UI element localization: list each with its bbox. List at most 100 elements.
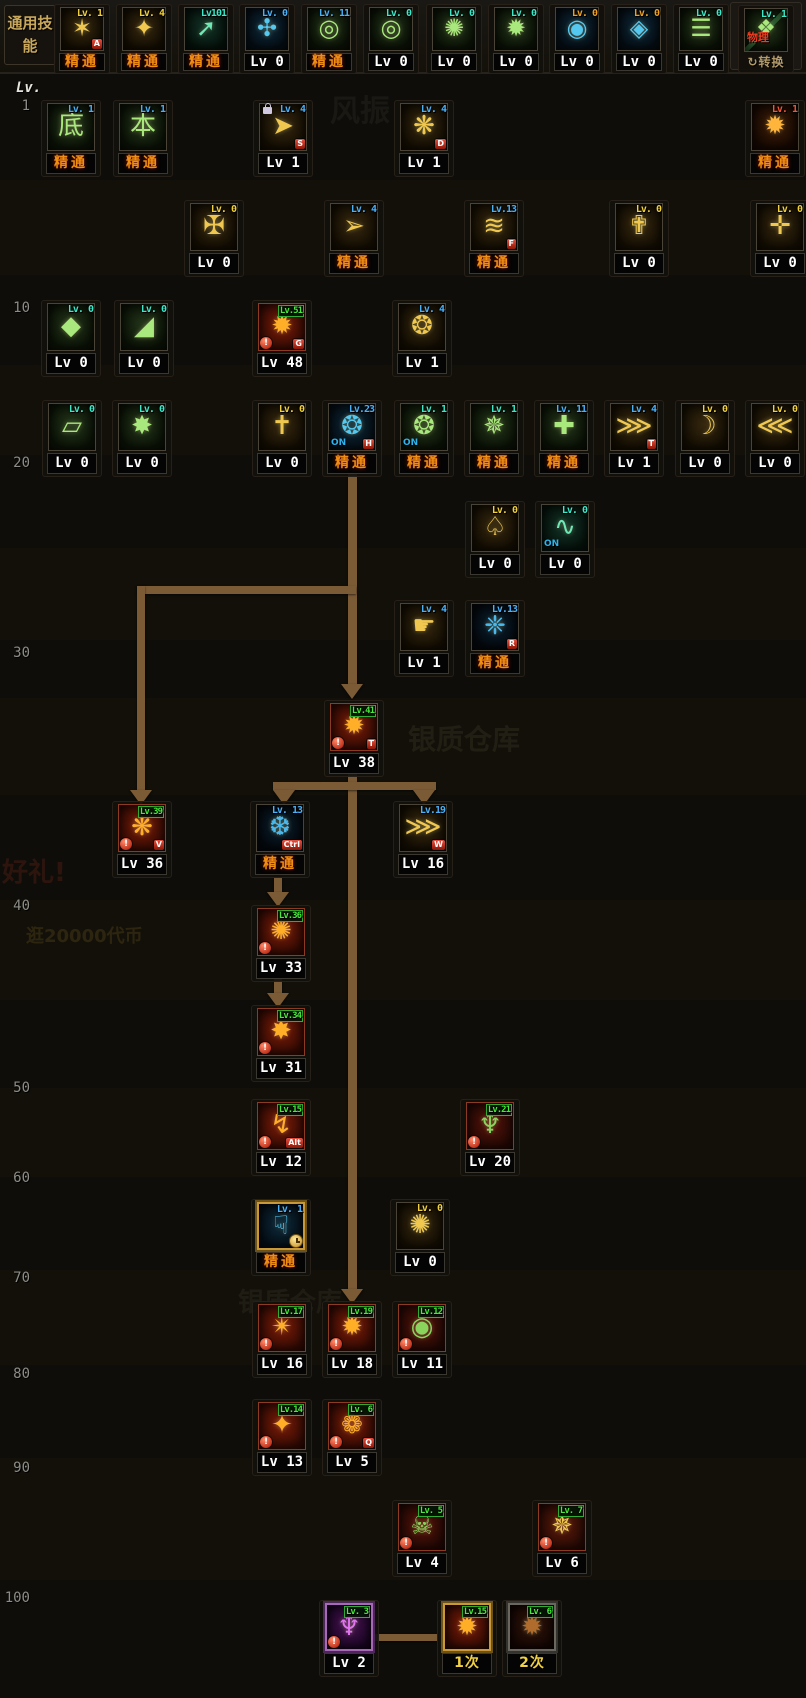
skill-demon-face-90-level-tag: Lv. 5 xyxy=(417,1505,444,1517)
skill-vortex-q-80-level-tag: Lv. 6 xyxy=(347,1404,374,1416)
alert-badge: ! xyxy=(120,838,132,850)
skill-orb-hand-70[interactable]: ◉Lv.12!Lv 11 xyxy=(392,1301,452,1378)
common-focus-1-level-tag: Lv. 11 xyxy=(318,8,350,19)
skill-crescent-level-tag: Lv. 0 xyxy=(701,404,728,415)
skill-machine-eye-h-level-label: 精通 xyxy=(327,453,377,474)
common-vigor-level-label: Lv 0 xyxy=(616,53,662,71)
skill-nova-90-glyph-icon: ✵ xyxy=(551,1511,573,1541)
skill-awakening-100[interactable]: ♆Lv. 3!Lv 2 xyxy=(319,1600,379,1677)
common-vigor-glyph-icon: ◈ xyxy=(629,14,649,42)
skill-orb-hand-70-icon: ◉Lv.12! xyxy=(398,1304,446,1352)
skill-green-burst-glyph-icon: ✸ xyxy=(131,411,153,441)
skill-drain-figure[interactable]: ♆Lv.21!Lv 20 xyxy=(460,1099,520,1176)
skill-neo-awakening-1-level-tag: Lv.15 xyxy=(461,1606,488,1618)
skill-dark-crown-70[interactable]: ✹Lv.19!Lv 18 xyxy=(322,1301,382,1378)
common-throw-mastery-level-tag: Lv. 0 xyxy=(695,8,722,19)
skill-nova-90[interactable]: ✵Lv. 7!Lv 6 xyxy=(532,1500,592,1577)
common-roar-1-glyph-icon: ✺ xyxy=(443,14,465,42)
skill-dark-flame-t-icon: ✹Lv.41!T xyxy=(330,703,378,751)
skill-gold-hand-level-label: Lv 1 xyxy=(399,653,449,674)
level-axis-number: 70 xyxy=(13,1270,30,1286)
skill-rising-hands[interactable]: ✺Lv.36!Lv 33 xyxy=(251,905,311,982)
skill-time-hand-tp-level-tag: Lv. 1 xyxy=(276,1204,303,1215)
common-tumble-level-tag: Lv. 4 xyxy=(138,8,165,19)
skill-ground-blast-icon: ✸Lv.34! xyxy=(257,1008,305,1056)
skill-blaze-passive-glyph-icon: ✹ xyxy=(764,111,786,141)
skill-gold-hand-level-tag: Lv. 4 xyxy=(420,604,447,615)
skill-gold-slash-glyph-icon: ⋘ xyxy=(756,411,794,441)
skill-green-totem-level-label: 精通 xyxy=(539,453,589,474)
skill-demon-face-90[interactable]: ☠Lv. 5!Lv 4 xyxy=(392,1500,452,1577)
skill-gold-slash-level-tag: Lv. 0 xyxy=(771,404,798,415)
skill-star-burst-80[interactable]: ✦Lv.14!Lv 13 xyxy=(252,1399,312,1476)
skill-claw-d-level-label: Lv 1 xyxy=(399,153,449,174)
skill-time-hand-tp-icon: ☟Lv. 1 xyxy=(257,1202,305,1250)
skill-sword-dart-level-label: 精通 xyxy=(329,253,379,274)
convert-physical-level-tag: Lv. 1 xyxy=(760,9,787,20)
skill-nova-90-level-tag: Lv. 7 xyxy=(557,1505,584,1517)
skill-demon-face-90-icon: ☠Lv. 5! xyxy=(398,1503,446,1551)
hotkey-badge: T xyxy=(646,439,656,449)
skill-cross-slash-70[interactable]: ✴Lv.17!Lv 16 xyxy=(252,1301,312,1378)
connector-line xyxy=(348,772,357,1290)
skill-sonic-wave-f-level-label: 精通 xyxy=(469,253,519,274)
skill-guard-shield-glyph-icon: ✟ xyxy=(628,211,650,241)
skill-ground-blast[interactable]: ✸Lv.34!Lv 31 xyxy=(251,1005,311,1082)
skill-green-eye-on-glyph-icon: ❂ xyxy=(413,411,435,441)
